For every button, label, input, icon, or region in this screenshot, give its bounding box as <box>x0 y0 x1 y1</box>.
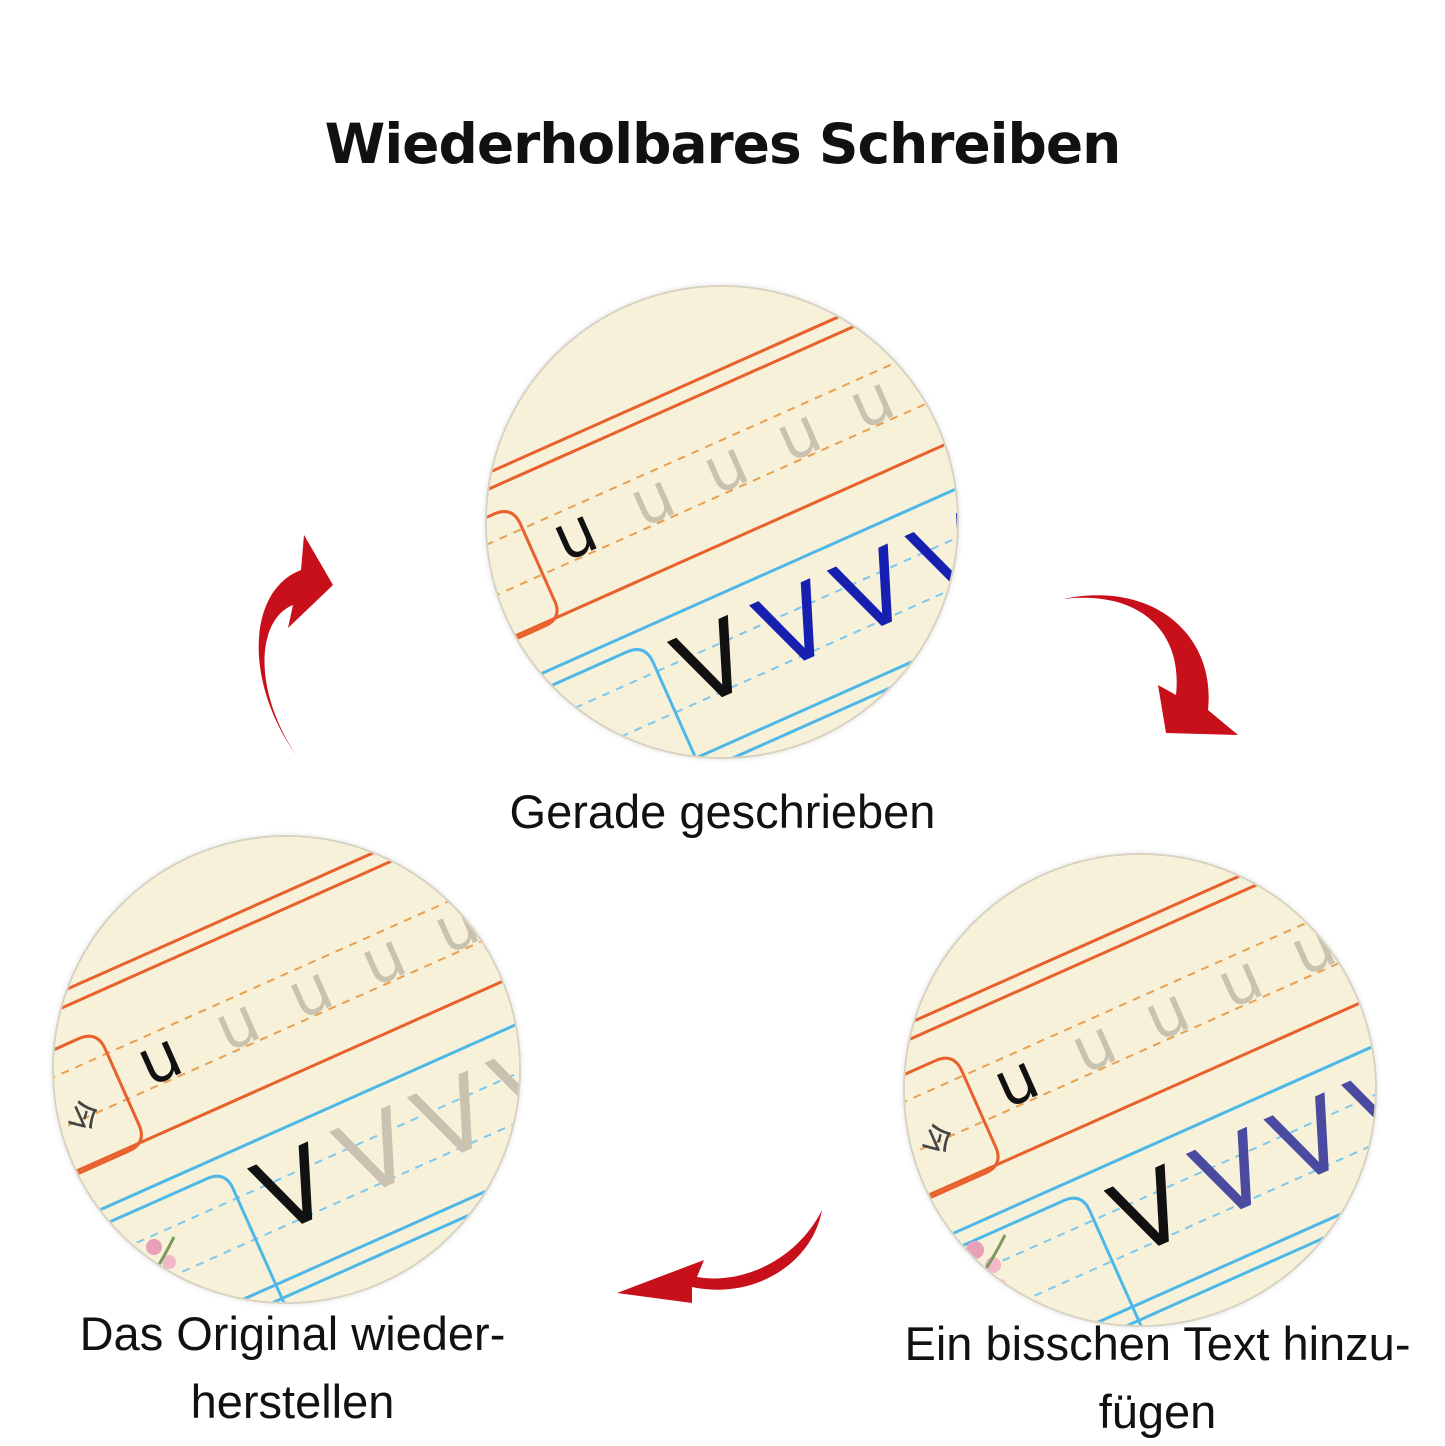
sample-top-circle: u u u u u V V V V <box>485 285 959 759</box>
curved-arrow-icon <box>617 1210 822 1303</box>
caption-right-line2: fügen <box>1098 1385 1217 1438</box>
curved-arrow-icon <box>1063 595 1238 735</box>
caption-right: Ein bisschen Text hinzu- fügen <box>870 1310 1445 1446</box>
page-title: Wiederholbares Schreiben <box>324 112 1122 176</box>
sample-left-circle: 今 u u u u u V V V V <box>52 835 521 1304</box>
arrow-shape <box>258 535 333 755</box>
notebook-sample-right: 今 u u u u u V V V V <box>905 855 1375 1325</box>
sample-right-circle: 今 u u u u u V V V V <box>903 853 1377 1327</box>
caption-left: Das Original wieder- herstellen <box>20 1300 565 1436</box>
arrow-shape <box>1063 595 1238 735</box>
notebook-sample-top: u u u u u V V V V <box>487 287 957 757</box>
curved-arrow-icon <box>258 535 333 755</box>
caption-left-line2: herstellen <box>190 1375 395 1428</box>
caption-right-line1: Ein bisschen Text hinzu- <box>904 1317 1411 1370</box>
caption-top: Gerade geschrieben <box>509 785 936 838</box>
notebook-sample-left: 今 u u u u u V V V V <box>54 837 519 1302</box>
caption-left-line1: Das Original wieder- <box>79 1307 506 1360</box>
arrow-shape <box>617 1210 822 1303</box>
